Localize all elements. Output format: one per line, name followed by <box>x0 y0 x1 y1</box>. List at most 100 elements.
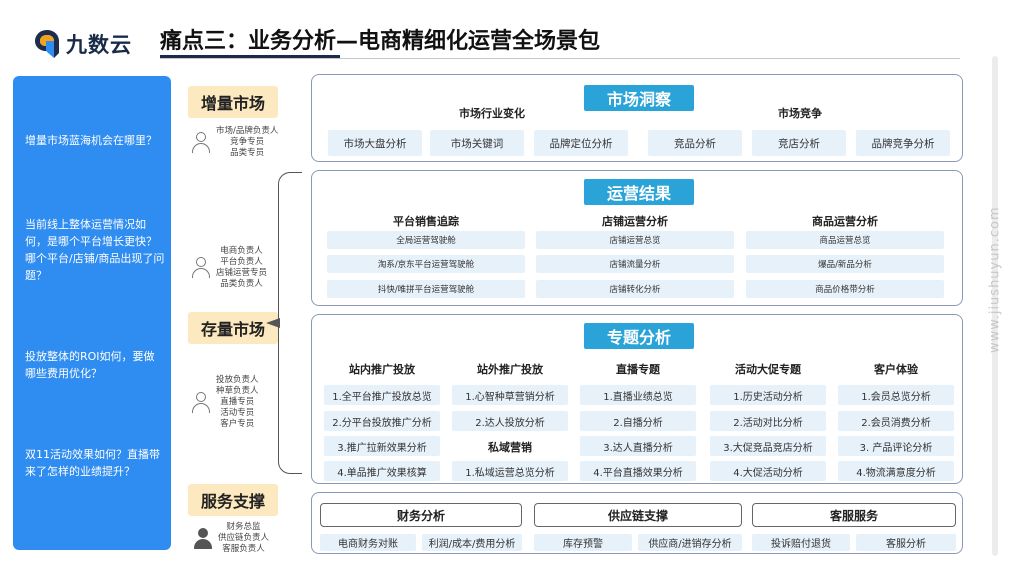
ops-cell[interactable]: 商品价格带分析 <box>746 280 944 298</box>
service-group[interactable]: 财务分析 <box>320 503 522 527</box>
role-group-ops: 电商负责人 平台负责人 店铺运营专员 品类负责人 <box>190 246 267 290</box>
topic-analysis-box: 专题分析 站内推广投放 1.全平台推广投放总览 2.分平台投放推广分析 3.推广… <box>311 314 963 484</box>
topic-cell[interactable]: 1.心智种草营销分析 <box>452 385 568 405</box>
brand-logo[interactable]: 九数云 <box>34 26 184 62</box>
ops-cell[interactable]: 爆品/新品分析 <box>746 255 944 273</box>
service-group[interactable]: 供应链支撑 <box>534 503 742 527</box>
topic-cell[interactable]: 4.物流满意度分析 <box>838 461 954 481</box>
person-icon <box>192 527 214 551</box>
topic-cell[interactable]: 4.平台直播效果分析 <box>580 461 696 481</box>
watermark: www.jiushuyun.com <box>987 206 1003 354</box>
topic-cell[interactable]: 1.直播业绩总览 <box>580 385 696 405</box>
topic-col-title: 直播专题 <box>616 363 660 376</box>
role-group-topic: 投放负责人 种草负责人 直播专员 活动专员 客户专员 <box>190 375 259 430</box>
topic-cell[interactable]: 2.活动对比分析 <box>710 411 826 431</box>
question-item: 增量市场蓝海机会在哪里？ <box>25 134 157 147</box>
role-line: 客户专员 <box>220 419 255 429</box>
topic-cell[interactable]: 1.私域运营总览分析 <box>452 461 568 481</box>
tag-stock-market: 存量市场 <box>188 312 278 344</box>
topic-cell[interactable]: 2.会员消费分析 <box>838 411 954 431</box>
topic-cell[interactable]: 3. 产品评论分析 <box>838 436 954 456</box>
role-line: 直播专员 <box>220 397 255 407</box>
stock-bracket <box>278 172 302 474</box>
service-cell[interactable]: 客服分析 <box>856 534 956 551</box>
ops-cell[interactable]: 店铺运营总览 <box>536 231 734 249</box>
service-cell[interactable]: 电商财务对账 <box>320 534 416 551</box>
topic-col-title: 站外推广投放 <box>477 363 543 376</box>
topic-col-title: 活动大促专题 <box>735 363 801 376</box>
ops-cell[interactable]: 淘系/京东平台运营驾驶舱 <box>327 255 525 273</box>
topic-cell[interactable]: 3.大促竞品竞店分析 <box>710 436 826 456</box>
topic-cell[interactable]: 2.达人投放分析 <box>452 411 568 431</box>
market-cell[interactable]: 竞品分析 <box>648 130 742 156</box>
role-line: 市场/品牌负责人 <box>216 126 279 136</box>
topic-cell[interactable]: 4.大促活动分析 <box>710 461 826 481</box>
ops-cell[interactable]: 全局运营驾驶舱 <box>327 231 525 249</box>
bracket-pointer-icon <box>266 318 280 328</box>
ops-result-box: 运营结果 平台销售追踪 全局运营驾驶舱 淘系/京东平台运营驾驶舱 抖快/唯拼平台… <box>311 170 963 306</box>
market-insight-header: 市场洞察 <box>584 85 694 111</box>
role-line: 供应链负责人 <box>218 533 270 543</box>
role-group-market: 市场/品牌负责人 竞争专员 品类专员 <box>190 126 278 159</box>
service-cell[interactable]: 投诉赔付退货 <box>752 534 850 551</box>
ops-cell[interactable]: 抖快/唯拼平台运营驾驶舱 <box>327 280 525 298</box>
topic-cell[interactable]: 1.全平台推广投放总览 <box>324 385 440 405</box>
service-cell[interactable]: 库存预警 <box>534 534 632 551</box>
topic-cell[interactable]: 2.分平台投放推广分析 <box>324 411 440 431</box>
title-underline-accent <box>160 55 340 58</box>
brand-name: 九数云 <box>66 33 132 57</box>
topic-cell[interactable]: 1.会员总览分析 <box>838 385 954 405</box>
topic-col-title: 站内推广投放 <box>349 363 415 376</box>
ops-col-title: 平台销售追踪 <box>393 215 459 228</box>
role-line: 店铺运营专员 <box>216 268 268 278</box>
ops-cell[interactable]: 店铺流量分析 <box>536 255 734 273</box>
topic-cell[interactable]: 1.历史活动分析 <box>710 385 826 405</box>
market-sub-right: 市场竞争 <box>778 107 822 120</box>
ops-col-title: 商品运营分析 <box>812 215 878 228</box>
ops-col-title: 店铺运营分析 <box>602 215 668 228</box>
tag-increment-market: 增量市场 <box>188 86 278 118</box>
page-title: 痛点三：业务分析—电商精细化运营全场景包 <box>160 29 601 54</box>
market-cell[interactable]: 品牌定位分析 <box>534 130 628 156</box>
topic-cell[interactable]: 3.推广拉新效果分析 <box>324 436 440 456</box>
role-group-service: 财务总监 供应链负责人 客服负责人 <box>192 522 269 555</box>
ops-cell[interactable]: 店铺转化分析 <box>536 280 734 298</box>
topic-col-title: 私域营销 <box>488 441 532 454</box>
role-line: 客服负责人 <box>222 544 265 554</box>
service-support-box: 财务分析 供应链支撑 客服服务 电商财务对账 利润/成本/费用分析 库存预警 供… <box>311 492 963 554</box>
role-line: 品类专员 <box>230 148 265 158</box>
market-cell[interactable]: 竞店分析 <box>752 130 846 156</box>
question-item: 双11活动效果如何？直播带来了怎样的业绩提升？ <box>25 448 160 478</box>
service-group[interactable]: 客服服务 <box>752 503 956 527</box>
service-cell[interactable]: 供应商/进销存分析 <box>638 534 742 551</box>
brand-mark-icon <box>34 29 60 59</box>
person-icon <box>190 131 212 155</box>
question-item: 投放整体的ROI如何，要做哪些费用优化？ <box>25 350 155 380</box>
tag-service-support: 服务支撑 <box>188 484 278 516</box>
role-line: 活动专员 <box>220 408 255 418</box>
topic-cell[interactable]: 2.自播分析 <box>580 411 696 431</box>
topic-analysis-header: 专题分析 <box>584 323 694 349</box>
topic-cell[interactable]: 3.达人直播分析 <box>580 436 696 456</box>
title-divider <box>160 58 960 59</box>
market-cell[interactable]: 市场关键词 <box>430 130 524 156</box>
market-cell[interactable]: 市场大盘分析 <box>328 130 422 156</box>
service-cell[interactable]: 利润/成本/费用分析 <box>422 534 522 551</box>
market-cell[interactable]: 品牌竞争分析 <box>856 130 950 156</box>
role-line: 品类负责人 <box>220 279 263 289</box>
question-item: 当前线上整体运营情况如何，是哪个平台增长更快？哪个平台/店铺/商品出现了问题？ <box>25 218 165 282</box>
role-line: 种草负责人 <box>216 386 259 396</box>
person-icon <box>190 256 212 280</box>
market-insight-box: 市场洞察 市场行业变化 市场竞争 市场大盘分析 市场关键词 品牌定位分析 竞品分… <box>311 74 963 162</box>
topic-cell[interactable]: 4.单品推广效果核算 <box>324 461 440 481</box>
ops-result-header: 运营结果 <box>584 179 694 205</box>
role-line: 投放负责人 <box>216 375 259 385</box>
topic-col-title: 客户体验 <box>874 363 918 376</box>
role-line: 竞争专员 <box>230 137 265 147</box>
questions-panel: 增量市场蓝海机会在哪里？ 当前线上整体运营情况如何，是哪个平台增长更快？哪个平台… <box>13 76 171 550</box>
role-line: 电商负责人 <box>220 246 263 256</box>
market-sub-left: 市场行业变化 <box>459 107 525 120</box>
ops-cell[interactable]: 商品运营总览 <box>746 231 944 249</box>
role-line: 平台负责人 <box>220 257 263 267</box>
scrollbar[interactable] <box>992 56 998 556</box>
